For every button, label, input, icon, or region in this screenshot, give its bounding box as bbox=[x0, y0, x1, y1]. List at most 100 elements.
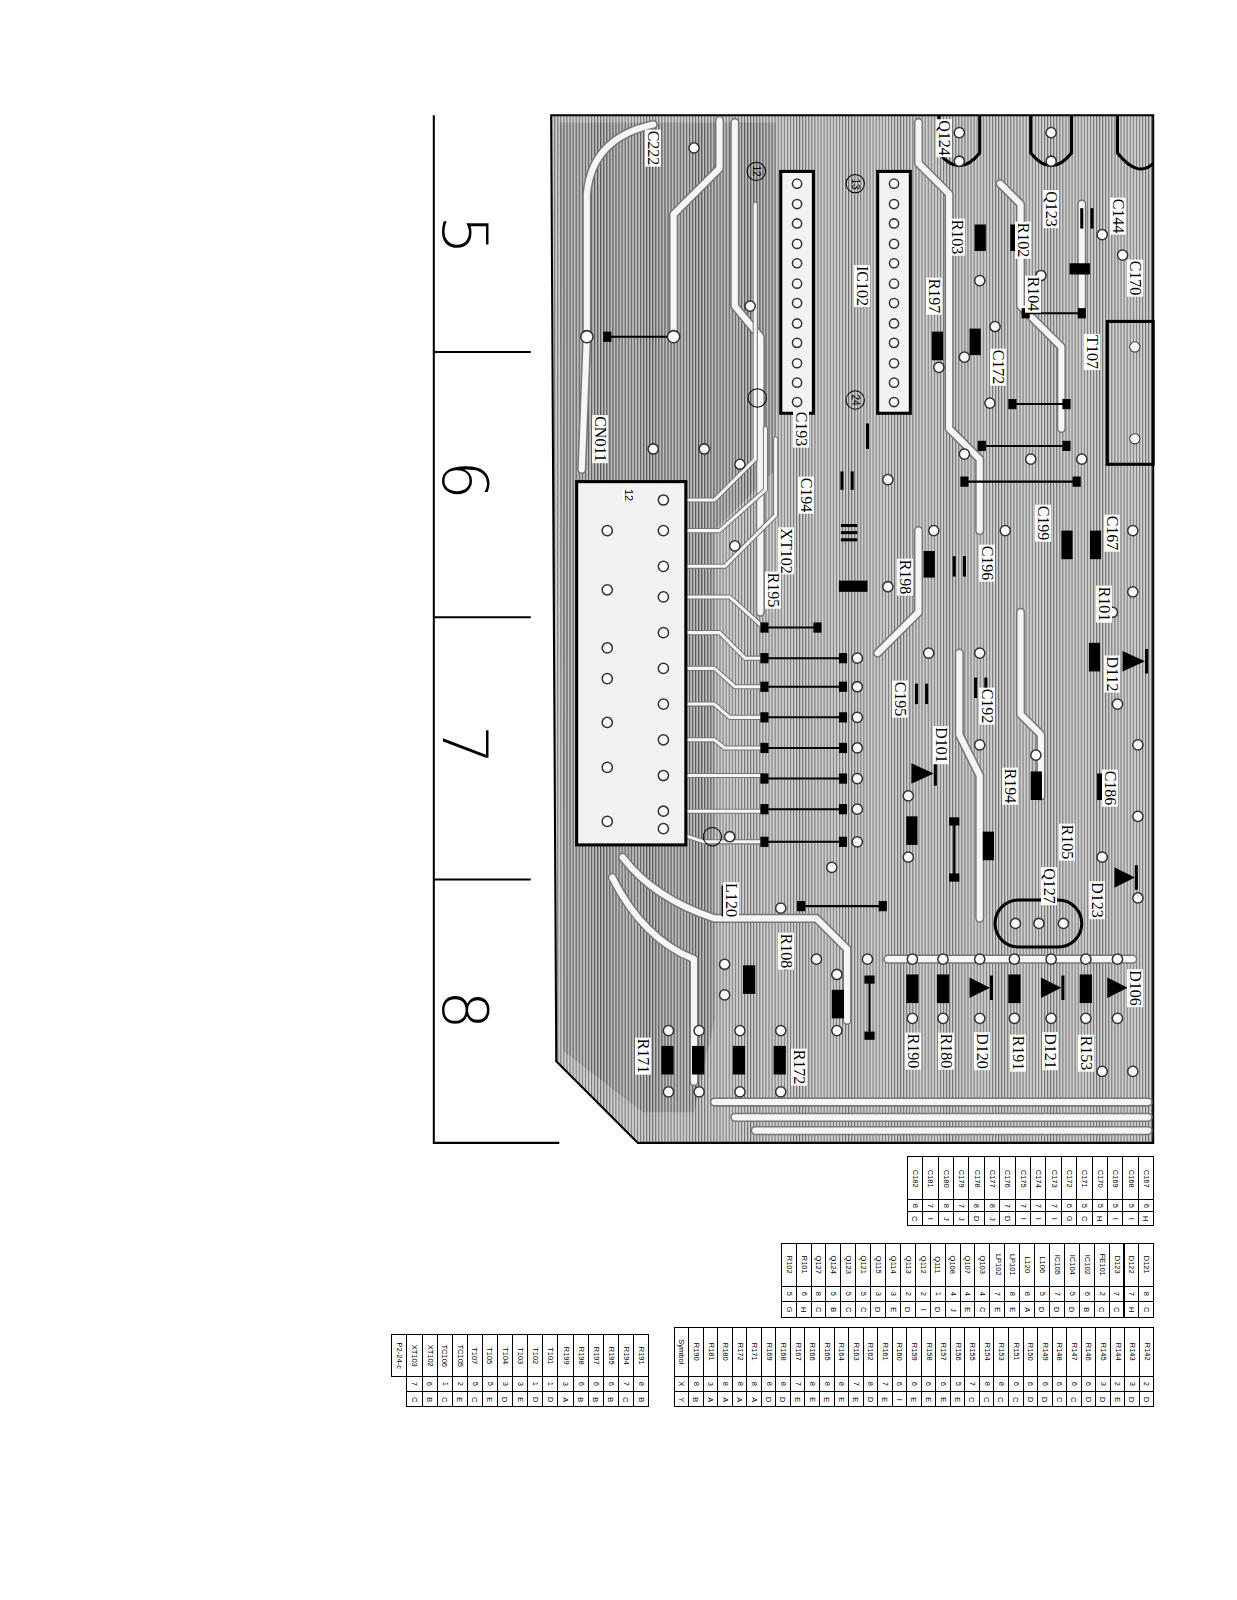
table-text: R171 bbox=[750, 1343, 758, 1361]
table-cell: C bbox=[907, 1211, 923, 1225]
pcb-shape bbox=[1061, 531, 1072, 560]
table-cell: D bbox=[1049, 1301, 1065, 1317]
table-text: IC105 bbox=[1053, 1255, 1061, 1275]
pcb-shape bbox=[839, 837, 847, 847]
pad bbox=[903, 852, 913, 862]
table-cell: E bbox=[482, 1391, 498, 1407]
table-cell: D bbox=[999, 1211, 1015, 1225]
table-text: Q114 bbox=[889, 1256, 897, 1274]
pcb-shape bbox=[663, 204, 755, 500]
table-text: 6 bbox=[426, 1382, 434, 1386]
table-cell: 4 bbox=[960, 1286, 976, 1302]
table-cell: 5 bbox=[855, 1286, 871, 1302]
pad bbox=[792, 338, 801, 347]
table-text: 5 bbox=[785, 1292, 793, 1296]
pad bbox=[658, 592, 668, 602]
pcb-shape bbox=[755, 1128, 1148, 1134]
table-cell: R157 bbox=[935, 1327, 951, 1377]
part-label: D123 bbox=[1089, 881, 1105, 919]
part-label: R108 bbox=[778, 933, 794, 970]
pad bbox=[903, 791, 913, 801]
pad bbox=[1112, 1013, 1122, 1023]
part-label: R180 bbox=[938, 1033, 954, 1070]
table-text: 5 bbox=[954, 1382, 962, 1386]
pcb-shape bbox=[906, 816, 917, 845]
table-text: D bbox=[779, 1397, 787, 1402]
pad bbox=[1128, 526, 1138, 536]
table-text: 4 bbox=[979, 1292, 987, 1296]
table-text: 3 bbox=[874, 1292, 882, 1296]
table-cell: 7 bbox=[1030, 1199, 1046, 1212]
table-text: I bbox=[1019, 1218, 1027, 1220]
grid-number: 6 bbox=[433, 460, 495, 499]
grid-number: 8 bbox=[433, 991, 495, 1030]
table-text: H bbox=[800, 1307, 808, 1312]
pcb-shape bbox=[1008, 399, 1016, 409]
table-cell: A bbox=[732, 1391, 748, 1407]
table-cell: H bbox=[1138, 1211, 1154, 1225]
table-text: D bbox=[1038, 1307, 1046, 1312]
table-text: C173 bbox=[1050, 1169, 1058, 1187]
table-cell: Q115 bbox=[870, 1243, 886, 1287]
table-cell: C bbox=[1109, 1301, 1125, 1317]
table-cell: 7 bbox=[406, 1376, 422, 1392]
table-text: I bbox=[1034, 1218, 1042, 1220]
table-text: 6 bbox=[607, 1382, 615, 1386]
pad bbox=[1009, 1013, 1019, 1023]
table-text: 5 bbox=[1081, 1204, 1089, 1208]
table-cell: XT102 bbox=[422, 1334, 438, 1377]
table-text: 6 bbox=[925, 1382, 933, 1386]
table-cell: D bbox=[1124, 1391, 1140, 1407]
table-cell: A bbox=[703, 1391, 719, 1407]
table-text: Q123 bbox=[845, 1256, 853, 1274]
pad bbox=[1026, 454, 1036, 464]
table-text: D122 bbox=[1128, 1256, 1136, 1274]
pad bbox=[776, 1087, 786, 1097]
table-text: C bbox=[622, 1397, 630, 1402]
table-cell: C167 bbox=[1138, 1156, 1154, 1200]
pad bbox=[889, 199, 898, 208]
table-text: 7 bbox=[852, 1382, 860, 1386]
table-text: H bbox=[1096, 1216, 1104, 1221]
pad bbox=[852, 773, 862, 783]
pad bbox=[658, 699, 668, 709]
table-cell: 7 bbox=[618, 1376, 634, 1392]
table-cell: R144 bbox=[1110, 1327, 1126, 1377]
table-text: 8 bbox=[736, 1382, 744, 1386]
pad bbox=[1058, 918, 1068, 928]
table-text: 3 bbox=[707, 1382, 715, 1386]
table-cell: TC105 bbox=[452, 1334, 468, 1377]
table-cell: 8 bbox=[938, 1199, 954, 1212]
table-text: XT102 bbox=[426, 1344, 434, 1366]
table-text: D123 bbox=[1113, 1256, 1121, 1274]
table-text: R199 bbox=[562, 1346, 570, 1364]
table-text: 6 bbox=[896, 1382, 904, 1386]
pcb-shape bbox=[1089, 643, 1100, 672]
pcb-shape bbox=[1073, 477, 1081, 487]
table-cell: 2 bbox=[452, 1376, 468, 1392]
pcb-shape bbox=[755, 1126, 1148, 1135]
pcb-shape bbox=[839, 804, 847, 814]
table-cell: E bbox=[906, 1391, 922, 1407]
table-text: C170 bbox=[1096, 1169, 1104, 1187]
table-cell: J bbox=[984, 1211, 1000, 1225]
pad bbox=[1034, 918, 1044, 928]
table-cell: 6 bbox=[906, 1376, 922, 1392]
table-text: P2-24-c bbox=[396, 1342, 404, 1368]
table-cell: Q112 bbox=[915, 1243, 931, 1287]
table-cell: 6 bbox=[422, 1376, 438, 1392]
pad bbox=[1112, 954, 1122, 964]
pad bbox=[852, 804, 862, 814]
table-cell: 8 bbox=[746, 1376, 762, 1392]
pcb-shape bbox=[839, 712, 847, 722]
table-cell: D bbox=[1139, 1391, 1155, 1407]
pcb-shape bbox=[1062, 441, 1070, 451]
table-cell: 8 bbox=[863, 1376, 879, 1392]
pcb-shape bbox=[911, 763, 933, 783]
table-cell: C180 bbox=[938, 1156, 954, 1200]
pin-marker: 12 bbox=[751, 166, 761, 177]
table-cell: R153 bbox=[993, 1327, 1009, 1377]
table-text: 7 bbox=[1034, 1204, 1042, 1208]
table-text: Y bbox=[678, 1397, 686, 1402]
table-text: C172 bbox=[1065, 1169, 1073, 1187]
